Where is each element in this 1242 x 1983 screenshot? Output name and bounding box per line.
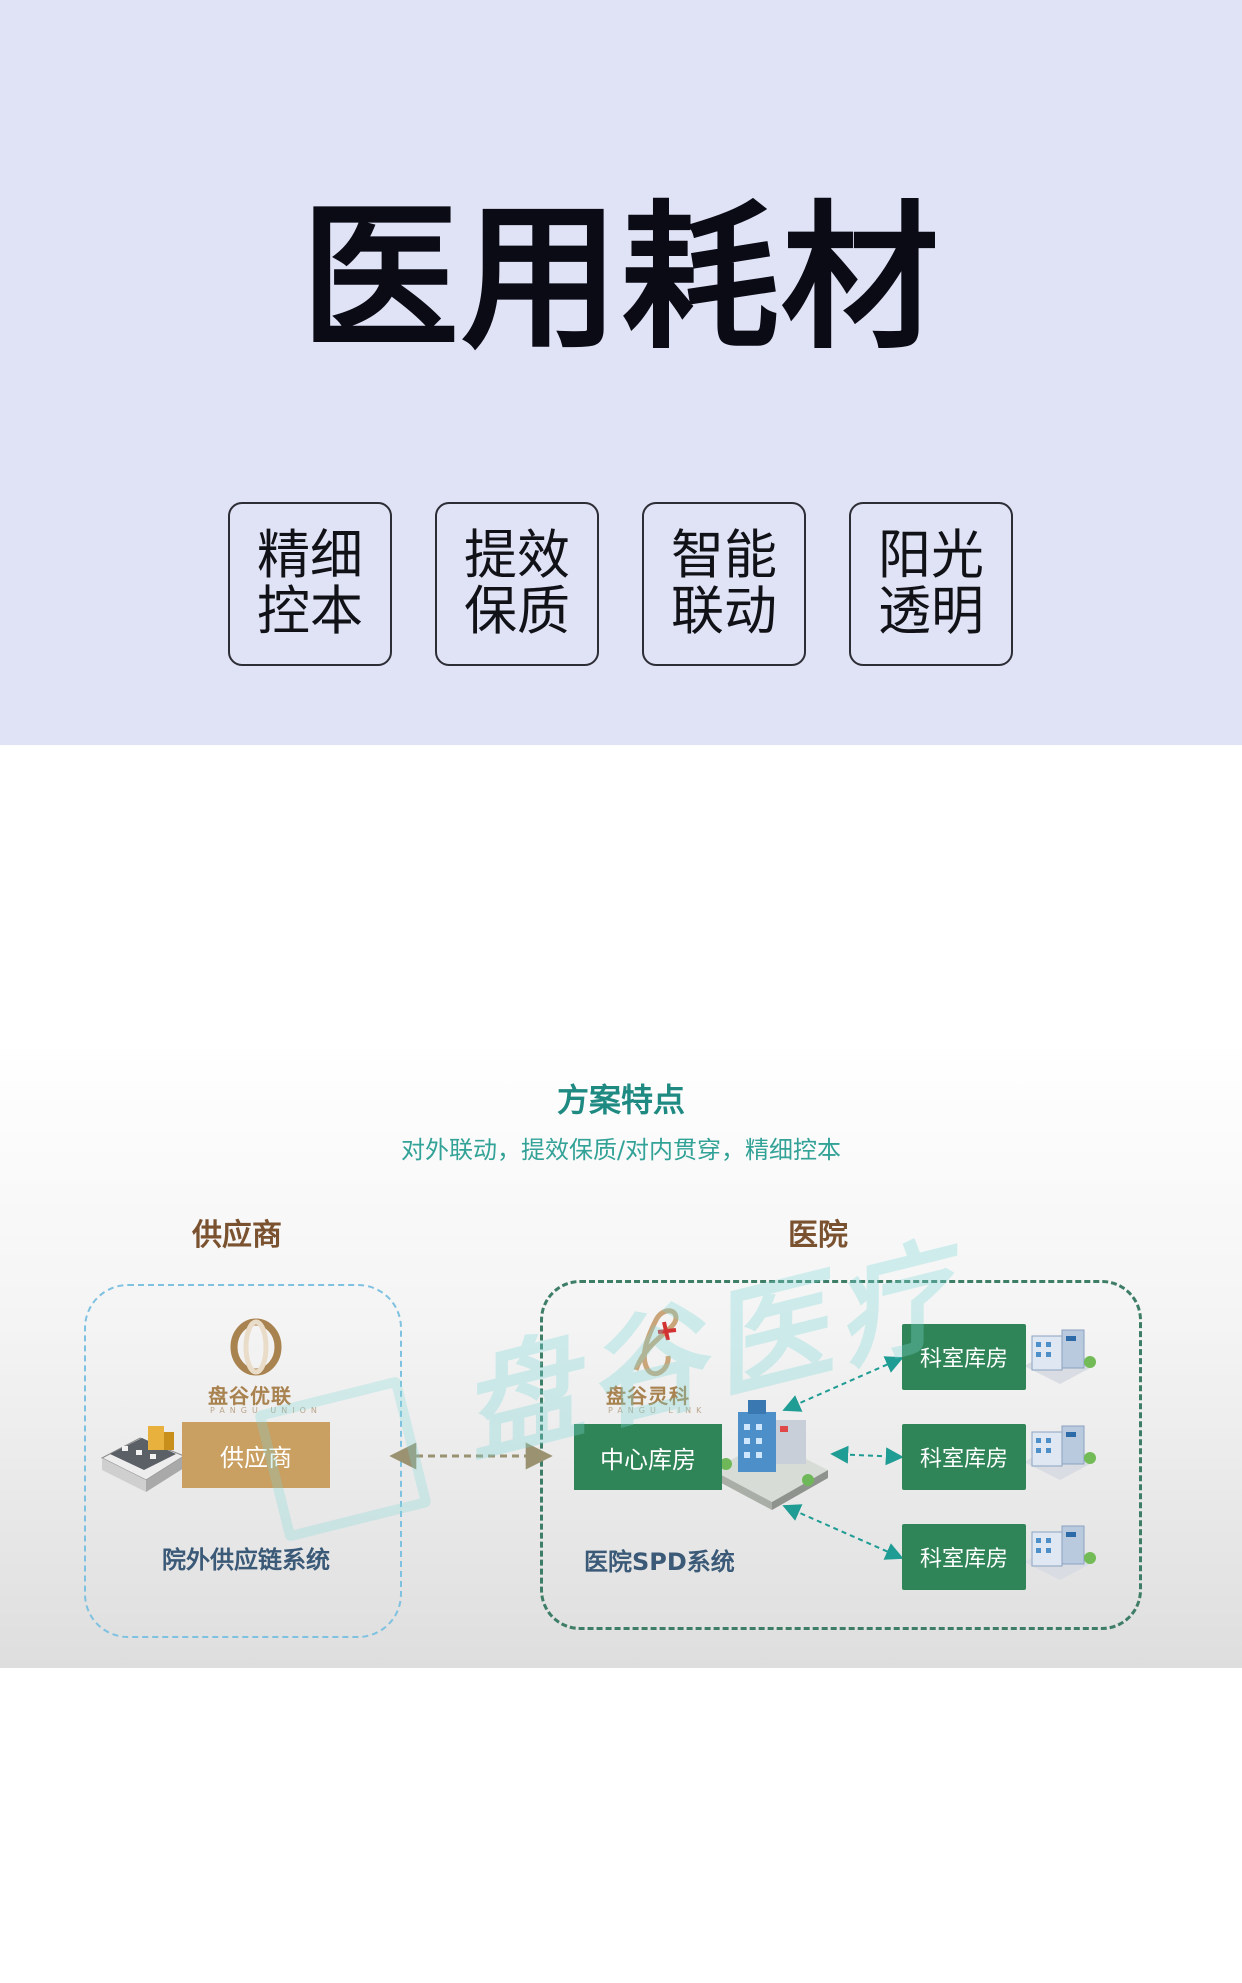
tag-label: 精细控本 [257, 525, 363, 642]
page-title: 医用耗材 [301, 187, 941, 371]
tag-fine-cost-control: 精细控本 [228, 502, 392, 666]
dept-building-icon [1024, 1329, 1096, 1384]
dept-building-icon [1024, 1425, 1096, 1480]
supplier-logo-sub: PANGU UNION [210, 1406, 322, 1415]
tag-transparency: 阳光透明 [849, 502, 1013, 666]
tag-smart-linkage: 智能联动 [642, 502, 806, 666]
solution-diagram: 方案特点 对外联动，提效保质/对内贯穿，精细控本 供应商 医院 [0, 1040, 1242, 1668]
center-dept-connector-1 [782, 1356, 904, 1412]
pangu-union-logo-icon [230, 1318, 282, 1376]
supplier-column-label: 供应商 [192, 1218, 282, 1253]
tag-label: 提效保质 [464, 525, 570, 642]
diagram-subtitle: 对外联动，提效保质/对内贯穿，精细控本 [400, 1136, 842, 1164]
hospital-column-label: 医院 [788, 1218, 848, 1253]
central-warehouse-node: 中心库房 [574, 1424, 722, 1490]
dept-building-icon [1024, 1525, 1096, 1580]
dept-warehouse-node-3: 科室库房 [902, 1524, 1026, 1590]
supplier-system-label: 院外供应链系统 [162, 1546, 330, 1574]
supplier-node: 供应商 [182, 1422, 330, 1488]
central-hospital-building-icon [712, 1400, 828, 1510]
dept-warehouse-node-1: 科室库房 [902, 1324, 1026, 1390]
diagram-title: 方案特点 [556, 1081, 685, 1119]
tag-efficiency-quality: 提效保质 [435, 502, 599, 666]
hero-banner: 医用耗材 精细控本 提效保质 智能联动 阳光透明 [0, 0, 1242, 745]
tag-label: 阳光透明 [878, 525, 984, 642]
center-dept-connector-3 [782, 1504, 904, 1560]
dept-warehouse-node-2: 科室库房 [902, 1424, 1026, 1490]
hospital-logo-sub: PANGU LINK [608, 1406, 707, 1415]
supplier-logo-name: 盘谷优联 [208, 1384, 292, 1408]
diagram-graphics [100, 1308, 1096, 1580]
tag-label: 智能联动 [671, 525, 777, 642]
hospital-system-label: 医院SPD系统 [584, 1548, 735, 1576]
hospital-logo-name: 盘谷灵科 [606, 1384, 690, 1408]
pangu-link-logo-icon [633, 1308, 679, 1377]
center-dept-connector-2 [830, 1445, 904, 1466]
